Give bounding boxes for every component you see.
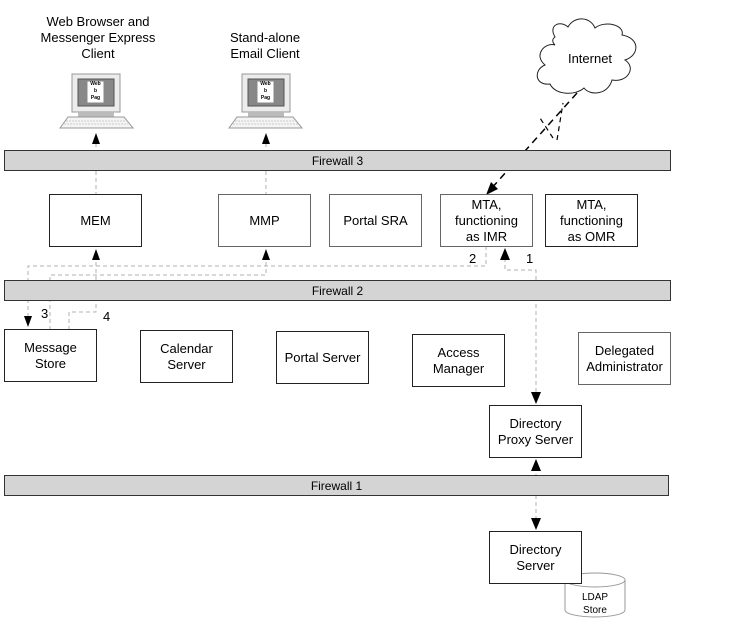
mmp-box: MMP: [218, 194, 311, 247]
connector-step-3: [49, 262, 267, 330]
internet-label: Internet: [567, 51, 613, 66]
ldap-store-label: LDAP Store: [581, 592, 609, 616]
directory-proxy-server-box: Directory Proxy Server: [489, 405, 582, 458]
message-store-box: Message Store: [4, 329, 97, 382]
arrow-into-mmp: [262, 249, 270, 260]
arrow-into-mem: [92, 249, 100, 260]
email-client-label: Stand-alone Email Client: [229, 30, 301, 61]
arrow-web-client: [92, 133, 100, 144]
arrow-into-directory-server: [531, 518, 541, 530]
firewall-1: Firewall 1: [4, 475, 669, 496]
directory-server-box: Directory Server: [489, 531, 582, 584]
email-client-screen: Web b Pag: [257, 81, 274, 102]
arrow-email-client: [262, 133, 270, 144]
access-manager-box: Access Manager: [412, 334, 505, 387]
screen-text-line: Pag: [90, 95, 101, 101]
arrow-into-imr-bottom: [500, 248, 510, 260]
step-3-label: 3: [41, 306, 49, 321]
portal-sra-box: Portal SRA: [329, 194, 422, 247]
web-client-computer-icon: [59, 73, 135, 129]
email-client-computer-icon: [228, 73, 304, 129]
connector-step-1: [504, 258, 537, 402]
arrow-into-directory-proxy: [531, 392, 541, 404]
step-1-label: 1: [526, 251, 534, 266]
firewall-3: Firewall 3: [4, 150, 671, 171]
portal-server-box: Portal Server: [276, 331, 369, 384]
mem-box: MEM: [49, 194, 142, 247]
screen-text-line: Pag: [260, 95, 271, 101]
connector-imr-to-internet: [556, 102, 564, 141]
step-2-label: 2: [469, 251, 477, 266]
calendar-server-box: Calendar Server: [140, 330, 233, 383]
screen-text-line: b: [263, 88, 268, 94]
web-client-screen: Web b Pag: [87, 81, 104, 102]
delegated-administrator-box: Delegated Administrator: [578, 332, 671, 385]
arrow-into-imr: [486, 182, 498, 195]
arrow-into-message-store: [24, 316, 32, 327]
connector-internet-to-imr: [489, 92, 578, 191]
internet-cloud-icon: [536, 18, 637, 94]
arrow-into-proxy-bottom: [531, 459, 541, 471]
screen-text-line: Web: [90, 81, 101, 87]
screen-text-line: b: [93, 88, 98, 94]
web-browser-client-label: Web Browser and Messenger Express Client: [40, 14, 156, 61]
mta-imr-box: MTA, functioning as IMR: [440, 194, 533, 247]
connector-imr-to-internet-b: [539, 117, 554, 139]
firewall-2: Firewall 2: [4, 280, 671, 301]
step-4-label: 4: [103, 309, 111, 324]
mta-omr-box: MTA, functioning as OMR: [545, 194, 638, 247]
screen-text-line: Web: [260, 81, 271, 87]
